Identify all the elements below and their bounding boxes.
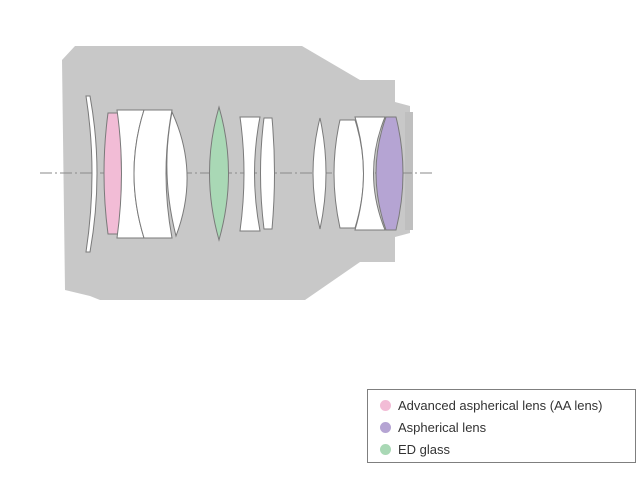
lens-element-7 [239, 116, 261, 232]
legend-box: Advanced aspherical lens (AA lens) Asphe… [367, 389, 636, 463]
aspherical-lens-element [375, 116, 404, 231]
lens-element-4 [133, 109, 173, 239]
legend-label: Aspherical lens [398, 419, 487, 435]
ed-glass-element [209, 105, 229, 242]
legend-swatch-green [380, 443, 391, 455]
legend-item-aa-lens: Advanced aspherical lens (AA lens) [380, 394, 635, 416]
lens-element-9 [312, 117, 327, 230]
legend-label: ED glass [398, 441, 451, 457]
aa-lens-element [103, 112, 122, 235]
lens-element-5 [166, 110, 188, 238]
mount-inner-ring [405, 112, 413, 230]
legend-swatch-purple [380, 421, 391, 433]
legend-label: Advanced aspherical lens (AA lens) [398, 397, 603, 413]
legend-swatch-pink [380, 399, 391, 411]
lens-element-1 [85, 95, 98, 253]
lens-element-8 [260, 117, 275, 230]
legend-item-aspherical: Aspherical lens [380, 416, 635, 438]
lens-element-11 [354, 116, 386, 231]
legend-item-ed-glass: ED glass [380, 438, 635, 460]
